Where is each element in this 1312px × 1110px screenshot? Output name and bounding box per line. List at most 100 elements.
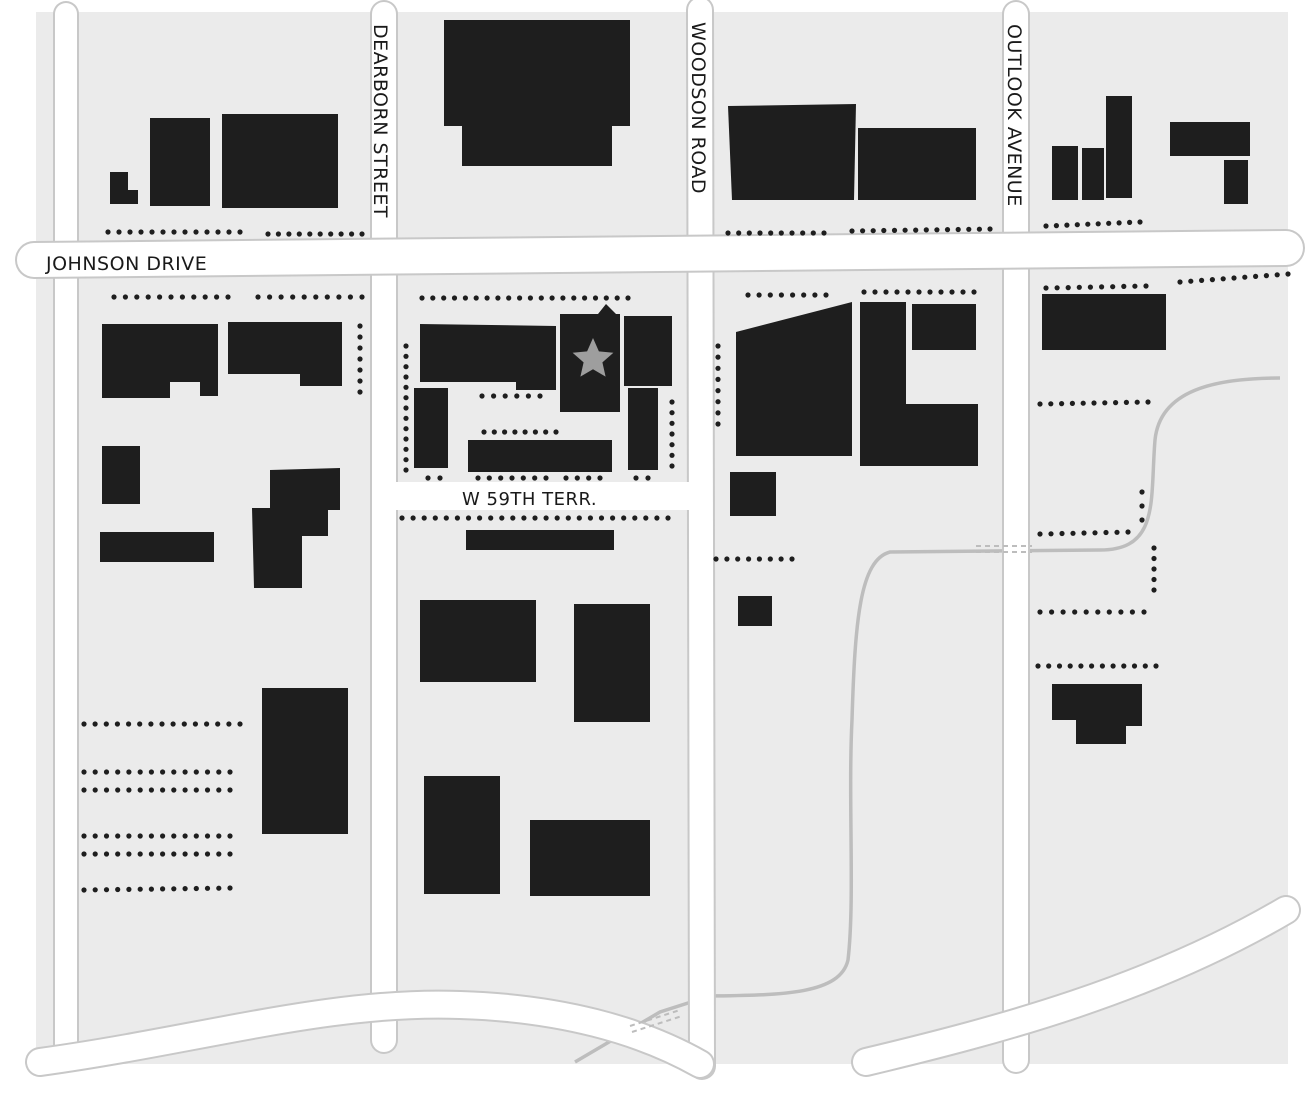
parking-dot: [778, 556, 784, 562]
parking-dot: [126, 851, 132, 857]
parking-dot: [149, 229, 155, 235]
parking-dot: [473, 295, 479, 301]
creek: [574, 376, 1281, 1064]
parking-dot: [1113, 400, 1119, 406]
parking-dot: [290, 294, 296, 300]
parking-dot: [1106, 220, 1112, 226]
parking-dot: [927, 289, 933, 295]
parking-dot: [778, 230, 784, 236]
parking-dot: [724, 556, 730, 562]
parking-dot: [403, 405, 409, 411]
parking-dot: [191, 294, 197, 300]
parking-dot: [669, 420, 675, 426]
building: [1224, 160, 1248, 204]
parking-dot: [103, 787, 110, 793]
parking-dot: [1043, 285, 1049, 291]
parking-dot: [1091, 400, 1097, 406]
parking-dot: [1048, 401, 1054, 407]
parking-dot: [486, 475, 492, 481]
parking-dot: [1139, 503, 1145, 509]
parking-dot: [745, 292, 751, 298]
parking-dot: [430, 295, 436, 301]
parking-dot: [1103, 529, 1109, 536]
parking-dot: [1263, 273, 1269, 279]
parking-dot: [502, 429, 508, 435]
parking-dot: [349, 231, 355, 237]
parking-dot: [103, 769, 110, 775]
parking-dot: [913, 227, 919, 233]
parking-dot: [520, 475, 526, 481]
parking-dot: [1037, 609, 1043, 615]
parking-dot: [160, 787, 166, 793]
parking-dot: [81, 851, 87, 857]
parking-dot: [137, 787, 143, 793]
parking-dot: [517, 295, 523, 301]
parking-dot: [1123, 399, 1129, 405]
parking-dot: [148, 833, 154, 839]
parking-dot: [171, 886, 177, 892]
parking-dot: [451, 295, 458, 301]
parking-dot: [465, 515, 472, 521]
parking-dot: [182, 769, 188, 775]
parking-dot: [193, 769, 199, 775]
parking-dot: [437, 475, 443, 481]
building: [262, 688, 348, 834]
parking-dot: [532, 515, 538, 521]
parking-dot: [1081, 530, 1087, 536]
parking-dot: [81, 833, 87, 839]
parking-dot: [1095, 609, 1101, 615]
parking-dot: [669, 431, 675, 437]
building: [912, 304, 976, 350]
parking-dot: [1199, 277, 1205, 283]
parking-dot: [126, 833, 132, 839]
parking-dot: [669, 442, 675, 448]
parking-dot: [757, 230, 763, 236]
parking-dot: [592, 295, 599, 301]
parking-dot: [403, 426, 409, 432]
parking-dot: [1048, 531, 1054, 537]
parking-dot: [227, 851, 233, 857]
parking-dot: [1065, 285, 1071, 291]
parking-dot: [1064, 222, 1070, 228]
parking-dot: [226, 229, 232, 235]
parking-dot: [134, 294, 140, 300]
building: [1052, 684, 1142, 744]
parking-dot: [204, 721, 210, 727]
parking-dot: [1151, 587, 1157, 593]
parking-dot: [103, 851, 110, 857]
parking-dot: [237, 229, 243, 235]
parking-dot: [126, 769, 132, 775]
parking-dot: [778, 292, 785, 298]
parking-dot: [574, 475, 580, 481]
parking-dot: [115, 886, 121, 893]
parking-dot: [582, 295, 588, 301]
parking-dot: [182, 229, 188, 235]
parking-dot: [543, 475, 549, 481]
building: [252, 468, 340, 588]
parking-dot: [1102, 400, 1108, 406]
parking-dot: [286, 231, 292, 237]
parking-dot: [137, 833, 143, 839]
parking-dot: [560, 295, 566, 301]
parking-dot: [126, 787, 132, 793]
parking-dot: [160, 886, 166, 892]
parking-dot: [357, 345, 363, 351]
parking-dot: [1087, 284, 1093, 290]
parking-dot: [916, 289, 922, 295]
parking-dot: [510, 515, 516, 521]
parking-dot: [182, 886, 188, 892]
parking-dot: [543, 515, 549, 521]
parking-dot: [1054, 285, 1060, 291]
parking-dot: [1035, 663, 1041, 669]
parking-dot: [849, 228, 855, 234]
parking-dot: [715, 365, 721, 371]
parking-dot: [214, 294, 220, 300]
parking-dot: [227, 833, 233, 839]
parking-dot: [625, 295, 631, 301]
parking-dot: [894, 289, 900, 295]
street-label-dearborn-street: DEARBORN STREET: [369, 24, 391, 218]
parking-dot: [421, 515, 427, 521]
parking-dot: [127, 229, 133, 235]
buildings: [100, 20, 1250, 896]
